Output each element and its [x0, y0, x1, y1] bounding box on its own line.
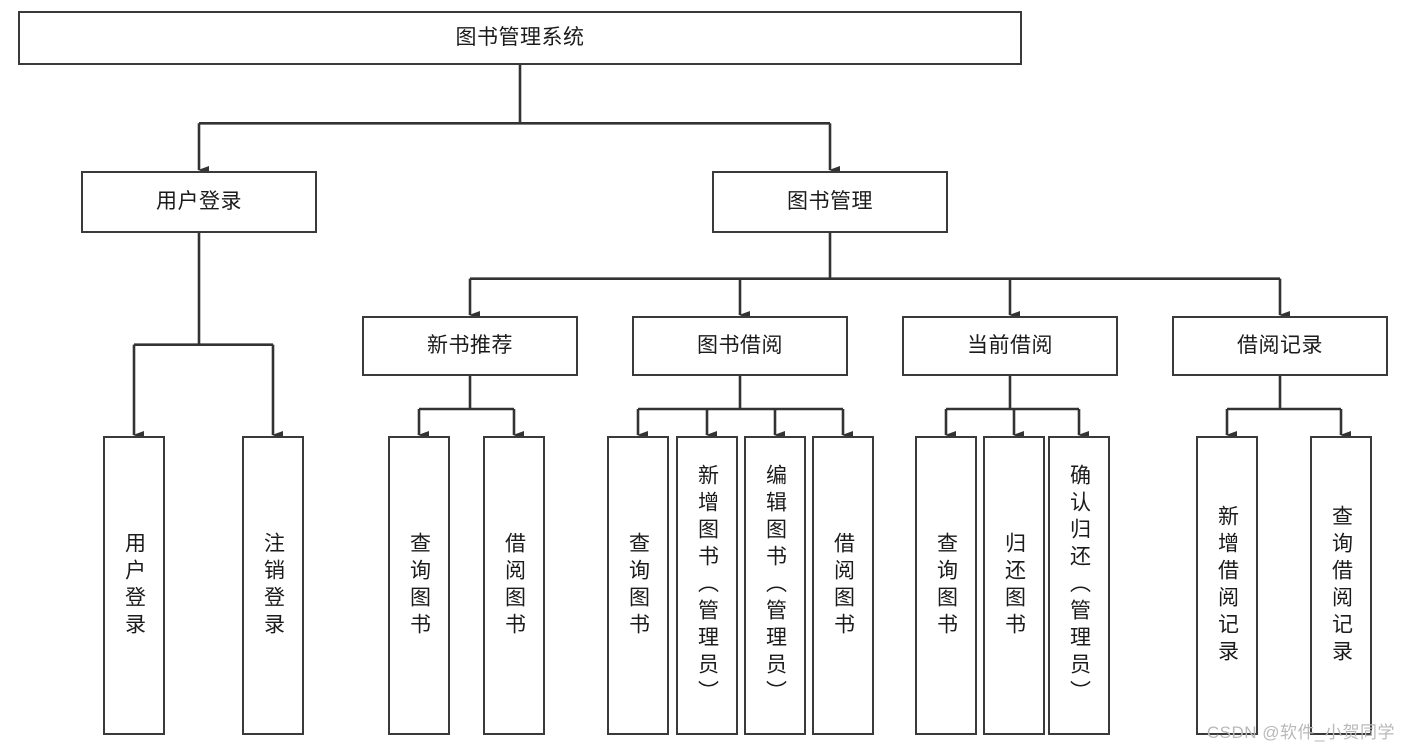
node-label: 新增借阅记录: [1215, 504, 1239, 667]
node-current[interactable]: 当前借阅: [902, 316, 1118, 376]
node-l-edit[interactable]: 编辑图书（管理员）: [744, 436, 806, 735]
node-label: 借阅图书: [831, 531, 855, 640]
node-l-addrec[interactable]: 新增借阅记录: [1196, 436, 1258, 735]
node-label: 确认归还（管理员）: [1067, 464, 1091, 707]
node-label: 图书管理系统: [455, 25, 585, 49]
node-l-b2[interactable]: 借阅图书: [812, 436, 874, 735]
node-root[interactable]: 图书管理系统: [18, 11, 1022, 65]
node-l-cret[interactable]: 确认归还（管理员）: [1048, 436, 1110, 735]
node-l-ret[interactable]: 归还图书: [983, 436, 1045, 735]
node-label: 图书管理: [787, 189, 873, 213]
node-label: 用户登录: [156, 189, 242, 213]
node-l-q1[interactable]: 查询图书: [388, 436, 450, 735]
node-label: 查询借阅记录: [1329, 504, 1353, 667]
node-label: 查询图书: [934, 531, 958, 640]
node-records[interactable]: 借阅记录: [1172, 316, 1388, 376]
node-label: 查询图书: [407, 531, 431, 640]
node-l-logout[interactable]: 注销登录: [242, 436, 304, 735]
node-l-q3[interactable]: 查询图书: [915, 436, 977, 735]
connector-paths: [132, 65, 1351, 439]
node-label: 用户登录: [122, 531, 146, 640]
node-label: 查询图书: [626, 531, 650, 640]
node-label: 新书推荐: [427, 333, 513, 357]
node-label: 图书借阅: [697, 333, 783, 357]
node-l-q2[interactable]: 查询图书: [607, 436, 669, 735]
node-label: 当前借阅: [967, 333, 1053, 357]
node-label: 新增图书（管理员）: [695, 464, 719, 707]
node-l-qrec[interactable]: 查询借阅记录: [1310, 436, 1372, 735]
node-newbook[interactable]: 新书推荐: [362, 316, 578, 376]
node-login[interactable]: 用户登录: [81, 171, 317, 233]
node-l-login[interactable]: 用户登录: [103, 436, 165, 735]
node-borrow[interactable]: 图书借阅: [632, 316, 848, 376]
node-label: 编辑图书（管理员）: [763, 464, 787, 707]
node-label: 借阅记录: [1237, 333, 1323, 357]
node-bookmgmt[interactable]: 图书管理: [712, 171, 948, 233]
node-l-b1[interactable]: 借阅图书: [483, 436, 545, 735]
watermark: CSDN @软件_小贺同学: [1206, 723, 1395, 742]
node-label: 注销登录: [261, 531, 285, 640]
node-label: 归还图书: [1002, 531, 1026, 640]
node-l-add[interactable]: 新增图书（管理员）: [676, 436, 738, 735]
node-label: 借阅图书: [502, 531, 526, 640]
